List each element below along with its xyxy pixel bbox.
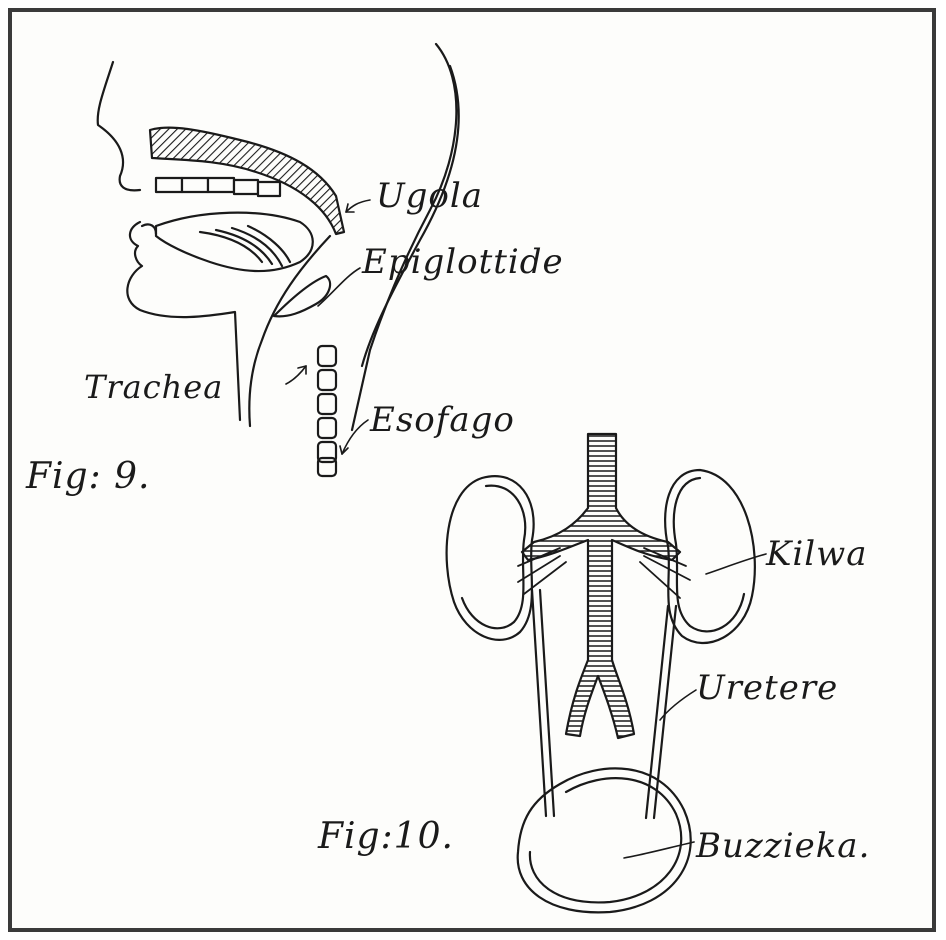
esophagus-label: Esofago [370, 400, 515, 440]
tongue [142, 213, 313, 271]
trachea-rings [318, 346, 336, 476]
fig9-caption: Fig: 9. [26, 456, 150, 497]
epiglottis-label: Epiglottide [362, 242, 564, 282]
upper-teeth [156, 178, 280, 196]
fig10-caption: Fig:10. [318, 816, 454, 857]
trachea-label: Trachea [84, 368, 223, 406]
ureter-label: Uretere [696, 668, 838, 708]
bladder-label: Buzzieka. [696, 826, 870, 866]
right-kidney [665, 470, 755, 643]
uvula-label: Ugola [376, 176, 483, 216]
kidney-label: Kilwa [766, 534, 868, 574]
left-kidney [447, 476, 534, 640]
